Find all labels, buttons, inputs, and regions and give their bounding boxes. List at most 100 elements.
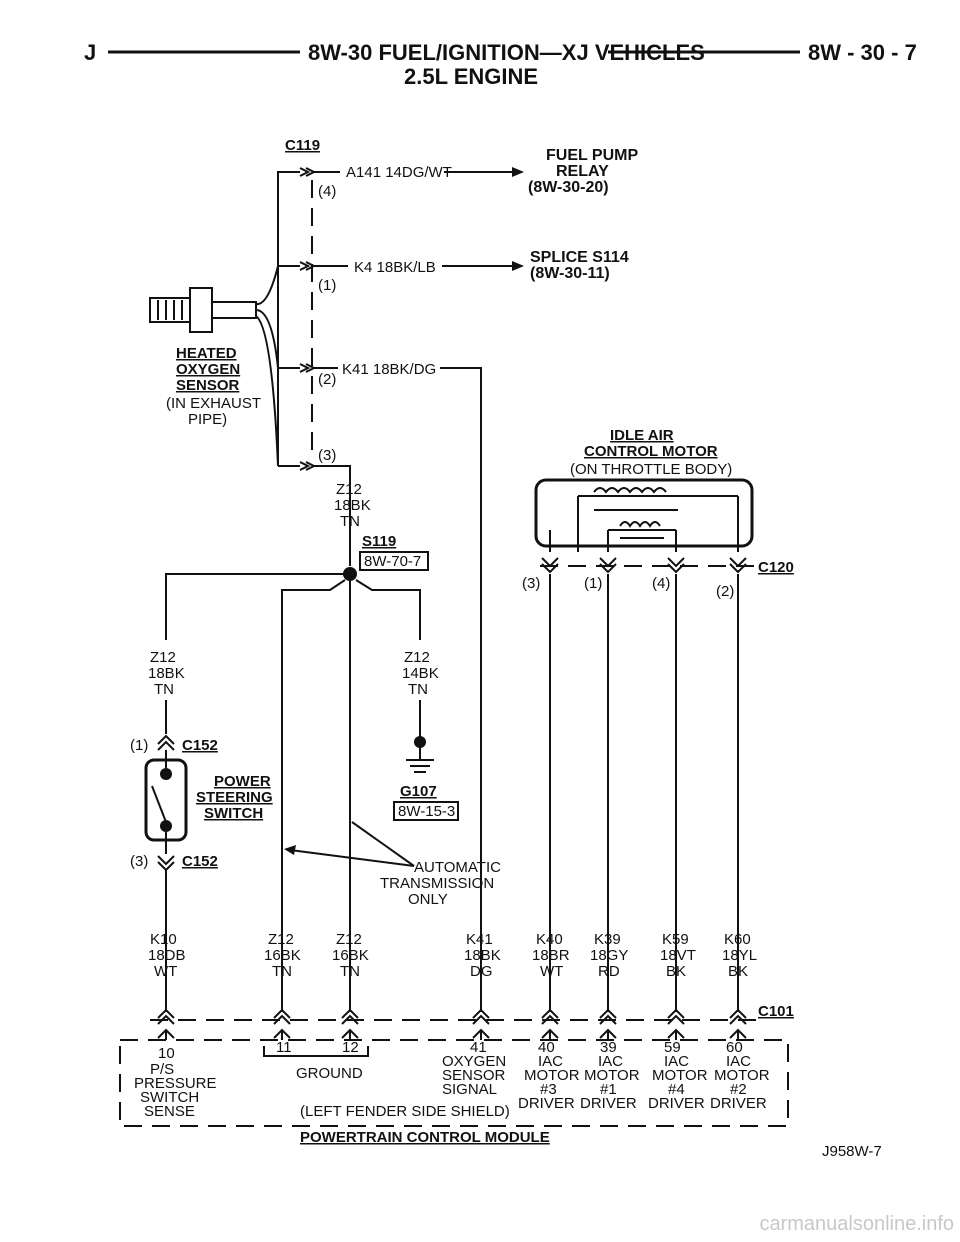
pcm-p39-l1: IAC bbox=[598, 1053, 623, 1070]
c152-top-connector-icon bbox=[157, 734, 175, 751]
auto-trans-leader-1 bbox=[289, 849, 415, 867]
c119-pin4: (4) bbox=[318, 183, 336, 200]
pcm-pin12: 12 bbox=[342, 1039, 359, 1056]
c119-pin3: (3) bbox=[318, 447, 336, 464]
c119-pin1: (1) bbox=[318, 277, 336, 294]
c119-connector bbox=[277, 167, 348, 471]
wire-a141-label: A141 14DG/WT bbox=[346, 164, 452, 181]
z12-top-l2: 18BK bbox=[334, 497, 371, 514]
wire-label: TN bbox=[340, 963, 360, 980]
wire-label: WT bbox=[540, 963, 563, 980]
pcm-p10-l4: SENSE bbox=[144, 1103, 195, 1120]
iac-pin4: (4) bbox=[652, 575, 670, 592]
wire-z12-top bbox=[342, 465, 351, 566]
ps-switch-l1: POWER bbox=[214, 773, 271, 790]
wire-label: K60 bbox=[724, 931, 751, 948]
c120-pin1-icon bbox=[599, 557, 617, 574]
wire-label: BK bbox=[666, 963, 686, 980]
wire-label: 16BK bbox=[264, 947, 301, 964]
c119-pin2: (2) bbox=[318, 371, 336, 388]
header-subtitle: 2.5L ENGINE bbox=[404, 64, 538, 89]
header-letter: J bbox=[84, 40, 96, 65]
z12-right-l1: Z12 bbox=[404, 649, 430, 666]
pcm-p39-l4: DRIVER bbox=[580, 1095, 637, 1112]
c120-label: C120 bbox=[758, 559, 794, 576]
wire-label: BK bbox=[728, 963, 748, 980]
c101-connector-icons bbox=[157, 1008, 747, 1040]
pcm-p60-l3: #2 bbox=[730, 1081, 747, 1098]
wire-label: 18BK bbox=[464, 947, 501, 964]
pcm-p40-l4: DRIVER bbox=[518, 1095, 575, 1112]
wire-z12-branch-11 bbox=[281, 579, 346, 1012]
pcm-pin11: 11 bbox=[276, 1039, 292, 1056]
wire-label: Z12 bbox=[336, 931, 362, 948]
bottom-wire-labels: K10 18DB WT Z12 16BK TN Z12 16BK TN K41 … bbox=[148, 931, 757, 980]
pcm-p41-l3: SIGNAL bbox=[442, 1081, 497, 1098]
pcm-shield: (LEFT FENDER SIDE SHIELD) bbox=[300, 1103, 510, 1120]
pcm-p39-l3: #1 bbox=[600, 1081, 617, 1098]
arrow-icon bbox=[284, 845, 296, 855]
wire-label: TN bbox=[272, 963, 292, 980]
wire-label: 18YL bbox=[722, 947, 757, 964]
o2-sensor-l4: (IN EXHAUST bbox=[166, 395, 261, 412]
pcm-p40-l2: MOTOR bbox=[524, 1067, 580, 1084]
c120-pin4-icon bbox=[667, 557, 685, 574]
pcm-pin39: 39 bbox=[600, 1039, 617, 1056]
pcm-p59-l3: #4 bbox=[668, 1081, 685, 1098]
z12-left-l3: TN bbox=[154, 681, 174, 698]
wire-k4-label: K4 18BK/LB bbox=[354, 259, 436, 276]
pcm-ground: GROUND bbox=[296, 1065, 363, 1082]
iac-motor-icon bbox=[534, 478, 754, 552]
o2-sensor-l3: SENSOR bbox=[176, 377, 240, 394]
z12-top-l1: Z12 bbox=[336, 481, 362, 498]
s119-ref: 8W-70-7 bbox=[364, 553, 421, 570]
pcm-pin59: 59 bbox=[664, 1039, 681, 1056]
pcm-p10-l2: PRESSURE bbox=[134, 1075, 217, 1092]
g107-label: G107 bbox=[400, 783, 437, 800]
s119-ref-box bbox=[359, 551, 429, 571]
oxygen-sensor-icon bbox=[149, 265, 279, 467]
ground-bracket bbox=[263, 1046, 369, 1057]
relay-l1: FUEL PUMP bbox=[546, 147, 638, 164]
watermark: carmanualsonline.info bbox=[759, 1213, 954, 1235]
ps-switch-l3: SWITCH bbox=[204, 805, 263, 822]
relay-l3: (8W-30-20) bbox=[528, 179, 609, 196]
z12-right-l2: 14BK bbox=[402, 665, 439, 682]
splice-s114-l1: SPLICE S114 bbox=[530, 249, 629, 266]
pcm-p59-l2: MOTOR bbox=[652, 1067, 708, 1084]
pcm-p41-l2: SENSOR bbox=[442, 1067, 506, 1084]
wire-label: K40 bbox=[536, 931, 563, 948]
o2-sensor-l5: PIPE) bbox=[188, 411, 227, 428]
wire-label: 18BR bbox=[532, 947, 570, 964]
iac-l2: CONTROL MOTOR bbox=[584, 443, 718, 460]
pcm-p40-l3: #3 bbox=[540, 1081, 557, 1098]
g107-ref-box bbox=[393, 801, 459, 821]
c152-bottom-connector-icon bbox=[157, 855, 175, 872]
figure-id: J958W-7 bbox=[822, 1143, 882, 1160]
c152-top-label: C152 bbox=[182, 737, 218, 754]
auto-trans-l3: ONLY bbox=[408, 891, 448, 908]
splice-s114-l2: (8W-30-11) bbox=[530, 265, 610, 282]
pcm-p41-l1: OXYGEN bbox=[442, 1053, 506, 1070]
pcm-p59-l4: DRIVER bbox=[648, 1095, 705, 1112]
pcm-p10-l3: SWITCH bbox=[140, 1089, 199, 1106]
wire-label: Z12 bbox=[268, 931, 294, 948]
c120-pin3-icon bbox=[541, 557, 559, 574]
g107-ref: 8W-15-3 bbox=[398, 803, 455, 820]
wire-k41-label: K41 18BK/DG bbox=[342, 361, 436, 378]
pcm-pin41: 41 bbox=[470, 1039, 487, 1056]
wire-label: DG bbox=[470, 963, 493, 980]
o2-sensor-l1: HEATED bbox=[176, 345, 237, 362]
c119-label: C119 bbox=[285, 137, 320, 154]
pcm-p39-l2: MOTOR bbox=[584, 1067, 640, 1084]
pcm-p60-l2: MOTOR bbox=[714, 1067, 770, 1084]
iac-l3: (ON THROTTLE BODY) bbox=[570, 461, 732, 478]
header-page: 8W - 30 - 7 bbox=[808, 40, 917, 65]
s119-label: S119 bbox=[362, 533, 396, 550]
auto-trans-leader-2 bbox=[351, 821, 415, 867]
arrow-icon bbox=[512, 261, 524, 271]
pcm-pin10: 10 bbox=[158, 1045, 175, 1062]
pcm-p60-l4: DRIVER bbox=[710, 1095, 767, 1112]
o2-sensor-l2: OXYGEN bbox=[176, 361, 240, 378]
wire-label: 18GY bbox=[590, 947, 628, 964]
